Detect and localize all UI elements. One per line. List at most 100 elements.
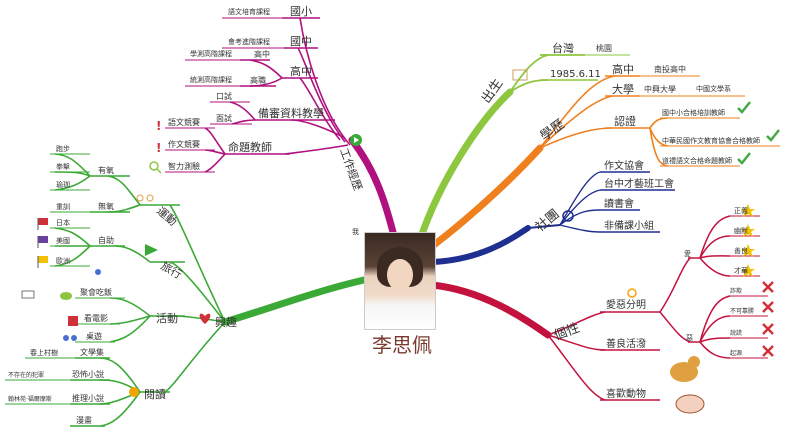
flag-icons [37, 218, 48, 268]
edu-gaozhong-item: 南投高中 [654, 64, 686, 74]
svg-text:!: ! [156, 119, 161, 133]
hobby-kongbu: 恐怖小說 [72, 369, 104, 379]
hobby-kongbu-item: 不存在的犯罪 [8, 371, 44, 379]
hobby-subtree [5, 153, 226, 427]
hobby-youyang-item-1: 拳擊 [56, 162, 70, 171]
personality-ai-item-0: 正義 [734, 206, 748, 215]
personality-e-item-2: 說謊 [730, 329, 742, 337]
birth-city: 桃園 [596, 43, 612, 53]
branch-edu [426, 144, 544, 252]
check-icon [766, 129, 780, 142]
birth-icon [512, 69, 528, 81]
personality-e-item-0: 詐欺 [730, 287, 742, 295]
branch-birth [416, 88, 514, 244]
work-mingti: 命題教師 [228, 140, 272, 154]
heart-icon [199, 313, 211, 324]
hobby-manhua: 漫畫 [76, 415, 92, 425]
club-item-2: 讀書會 [604, 197, 634, 210]
personality-ai: 愛 [684, 249, 691, 258]
birth-place: 台灣 [552, 41, 574, 55]
hobby-activity-item-0: 聚會吃飯 [80, 287, 112, 297]
work-shenshen: 備審資料教學 [258, 106, 324, 120]
hobby-sport: 運動 [154, 204, 180, 229]
work-gaozhong: 高中 [290, 64, 312, 78]
hobby-wuyang: 無氧 [98, 201, 114, 211]
edu-daxue-dept: 中國文學系 [696, 84, 731, 93]
personality-subtree [547, 215, 768, 401]
hobby-youyang-item-0: 跑步 [56, 144, 70, 153]
branch-club [429, 225, 531, 265]
branch-work [348, 136, 399, 244]
personality-e-item-1: 不可靠勝 [730, 307, 754, 315]
center-photo [364, 232, 436, 330]
hobby-zizhu-item-1: 美國 [56, 236, 70, 245]
hobby-tuili: 推理小說 [72, 393, 104, 403]
edu-title: 學歷 [538, 117, 568, 144]
personality-e: 惡 [686, 334, 693, 342]
check-icon [737, 101, 751, 114]
edu-renzheng: 認證 [614, 114, 636, 128]
edu-cert-0: 國中小合格培訓教師 [662, 108, 725, 117]
hobby-youyang-item-2: 瑜珈 [56, 180, 70, 189]
work-gaozhong-sub: 高中 [254, 49, 270, 59]
club-item-3: 非備課小組 [604, 219, 654, 232]
personality-shanliang: 善良活潑 [606, 337, 646, 350]
work-mingti-item-1: 作文競賽 [168, 139, 200, 149]
edu-gaozhong: 高中 [612, 62, 634, 76]
center-name: 李思佩 [372, 333, 432, 357]
photo-face [387, 259, 413, 291]
personality-title: 個性 [552, 321, 582, 344]
hobby-tuili-item: 翰林苑·福爾摩斯 [8, 395, 52, 403]
dog-icon [670, 356, 700, 382]
mic-icon [95, 269, 101, 275]
branch-hobby [221, 276, 368, 326]
edu-daxue: 大學 [612, 82, 634, 96]
hobby-zizhu: 自助 [98, 235, 114, 245]
work-guozhong-item: 會考進階課程 [228, 37, 270, 46]
work-gaozhi: 高職 [250, 75, 266, 85]
people-icon [63, 335, 77, 341]
work-mingti-item-0: 語文競賽 [168, 117, 200, 127]
hobby-reading: 閱讀 [144, 387, 166, 401]
hobby-zizhu-item-0: 日本 [56, 218, 70, 227]
work-guoxiao: 國小 [290, 5, 312, 18]
club-title: 社團 [532, 206, 562, 235]
club-item-0: 作文協會 [604, 159, 644, 172]
cross-icons [762, 281, 774, 357]
svg-text:!: ! [156, 141, 161, 155]
edu-cert-2: 道禮語文合格命題教師 [662, 156, 732, 165]
hobby-activity: 活動 [156, 311, 178, 325]
hobby-activity-item-1: 看電影 [84, 313, 108, 323]
work-mingti-item-2: 智力測驗 [168, 161, 200, 171]
work-gaozhi-item: 統測高階課程 [190, 75, 232, 84]
plane-icon [145, 244, 158, 256]
cat-icon [675, 394, 705, 414]
chat-icon [60, 292, 72, 300]
check-icon [737, 152, 751, 165]
hobby-wenxue: 文學集 [80, 347, 104, 357]
club-item-1: 台中才藝班工會 [604, 177, 674, 190]
hobby-zizhu-item-2: 歐洲 [56, 256, 70, 265]
hobby-wuyang-item-0: 重訓 [56, 202, 70, 211]
work-gaozhong-sub-item: 學測高階課程 [190, 49, 232, 58]
work-guozhong: 國中 [290, 35, 312, 48]
work-mianshi: 面試 [216, 113, 232, 123]
hobby-youyang: 有氧 [98, 165, 114, 175]
work-guoxiao-item: 語文培育課程 [228, 7, 270, 16]
film-icon [68, 316, 78, 326]
personality-aizeng: 愛惡分明 [606, 298, 646, 311]
sun-icon [627, 288, 637, 298]
center-tag: 我 [352, 227, 359, 236]
personality-pet: 喜歡動物 [606, 387, 646, 400]
hobby-wenxue-item: 春上村樹 [30, 348, 58, 357]
personality-ai-item-1: 幽默 [734, 226, 748, 235]
work-subtree [165, 17, 351, 173]
birth-subtree [509, 54, 630, 93]
club-subtree [527, 171, 675, 233]
birth-date: 1985.6.11 [550, 69, 601, 80]
edu-cert-1: 中華民國作文教育協會合格教師 [662, 136, 760, 145]
personality-e-item-3: 起源 [730, 349, 742, 357]
club-icon [562, 210, 574, 222]
hobby-activity-item-2: 桌遊 [86, 331, 102, 341]
